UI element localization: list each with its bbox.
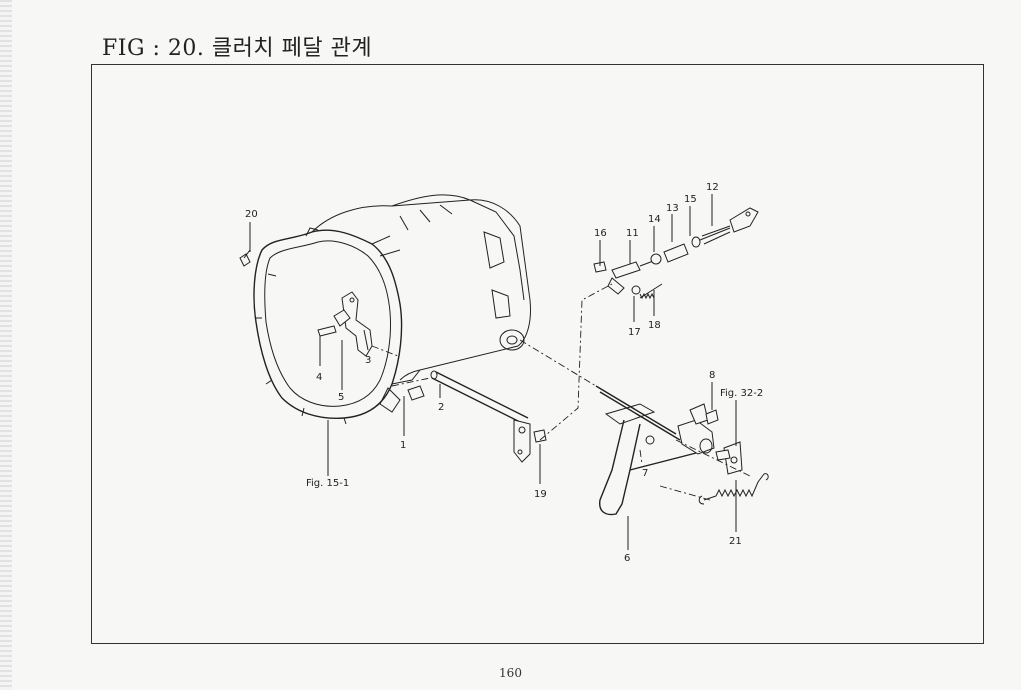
figure-frame xyxy=(91,64,984,644)
fig-15-1-reference: Fig. 15-1 xyxy=(306,478,349,489)
fig-32-2-reference: Fig. 32-2 xyxy=(720,388,763,399)
callout-21: 21 xyxy=(729,536,742,547)
callout-6: 6 xyxy=(624,553,630,564)
pushrod-assembly xyxy=(593,207,759,300)
callout-19: 19 xyxy=(534,489,547,500)
callout-5: 5 xyxy=(338,392,344,403)
callout-2: 2 xyxy=(438,402,444,413)
figure-title: FIG : 20. 클러치 페달 관계 xyxy=(102,36,373,61)
callout-20: 20 xyxy=(245,209,258,220)
callout-11: 11 xyxy=(626,228,639,239)
callout-3: 3 xyxy=(365,355,371,366)
release-fork xyxy=(333,291,373,357)
callout-14: 14 xyxy=(648,214,661,225)
leader-lines xyxy=(249,194,737,550)
binding-edge xyxy=(0,0,12,690)
clutch-pedal xyxy=(595,385,715,516)
callout-16: 16 xyxy=(594,228,607,239)
cross-shaft xyxy=(430,370,547,463)
page-number: 160 xyxy=(499,666,522,680)
callout-12: 12 xyxy=(706,182,719,193)
return-spring xyxy=(698,473,769,505)
callout-18: 18 xyxy=(648,320,661,331)
callout-8: 8 xyxy=(709,370,715,381)
callout-1: 1 xyxy=(400,440,406,451)
callout-7: 7 xyxy=(642,468,648,479)
callout-17: 17 xyxy=(628,327,641,338)
transmission-housing xyxy=(253,194,531,425)
assembly-lines xyxy=(371,283,751,501)
pedal-bracket xyxy=(705,409,743,475)
bolt-20 xyxy=(239,249,251,267)
release-bearing-pin xyxy=(317,325,337,337)
callout-labels: 20 3 4 5 2 1 Fig. 15-1 19 16 11 14 13 15… xyxy=(245,182,763,564)
callout-4: 4 xyxy=(316,372,322,383)
callout-15: 15 xyxy=(684,194,697,205)
callout-13: 13 xyxy=(666,203,679,214)
